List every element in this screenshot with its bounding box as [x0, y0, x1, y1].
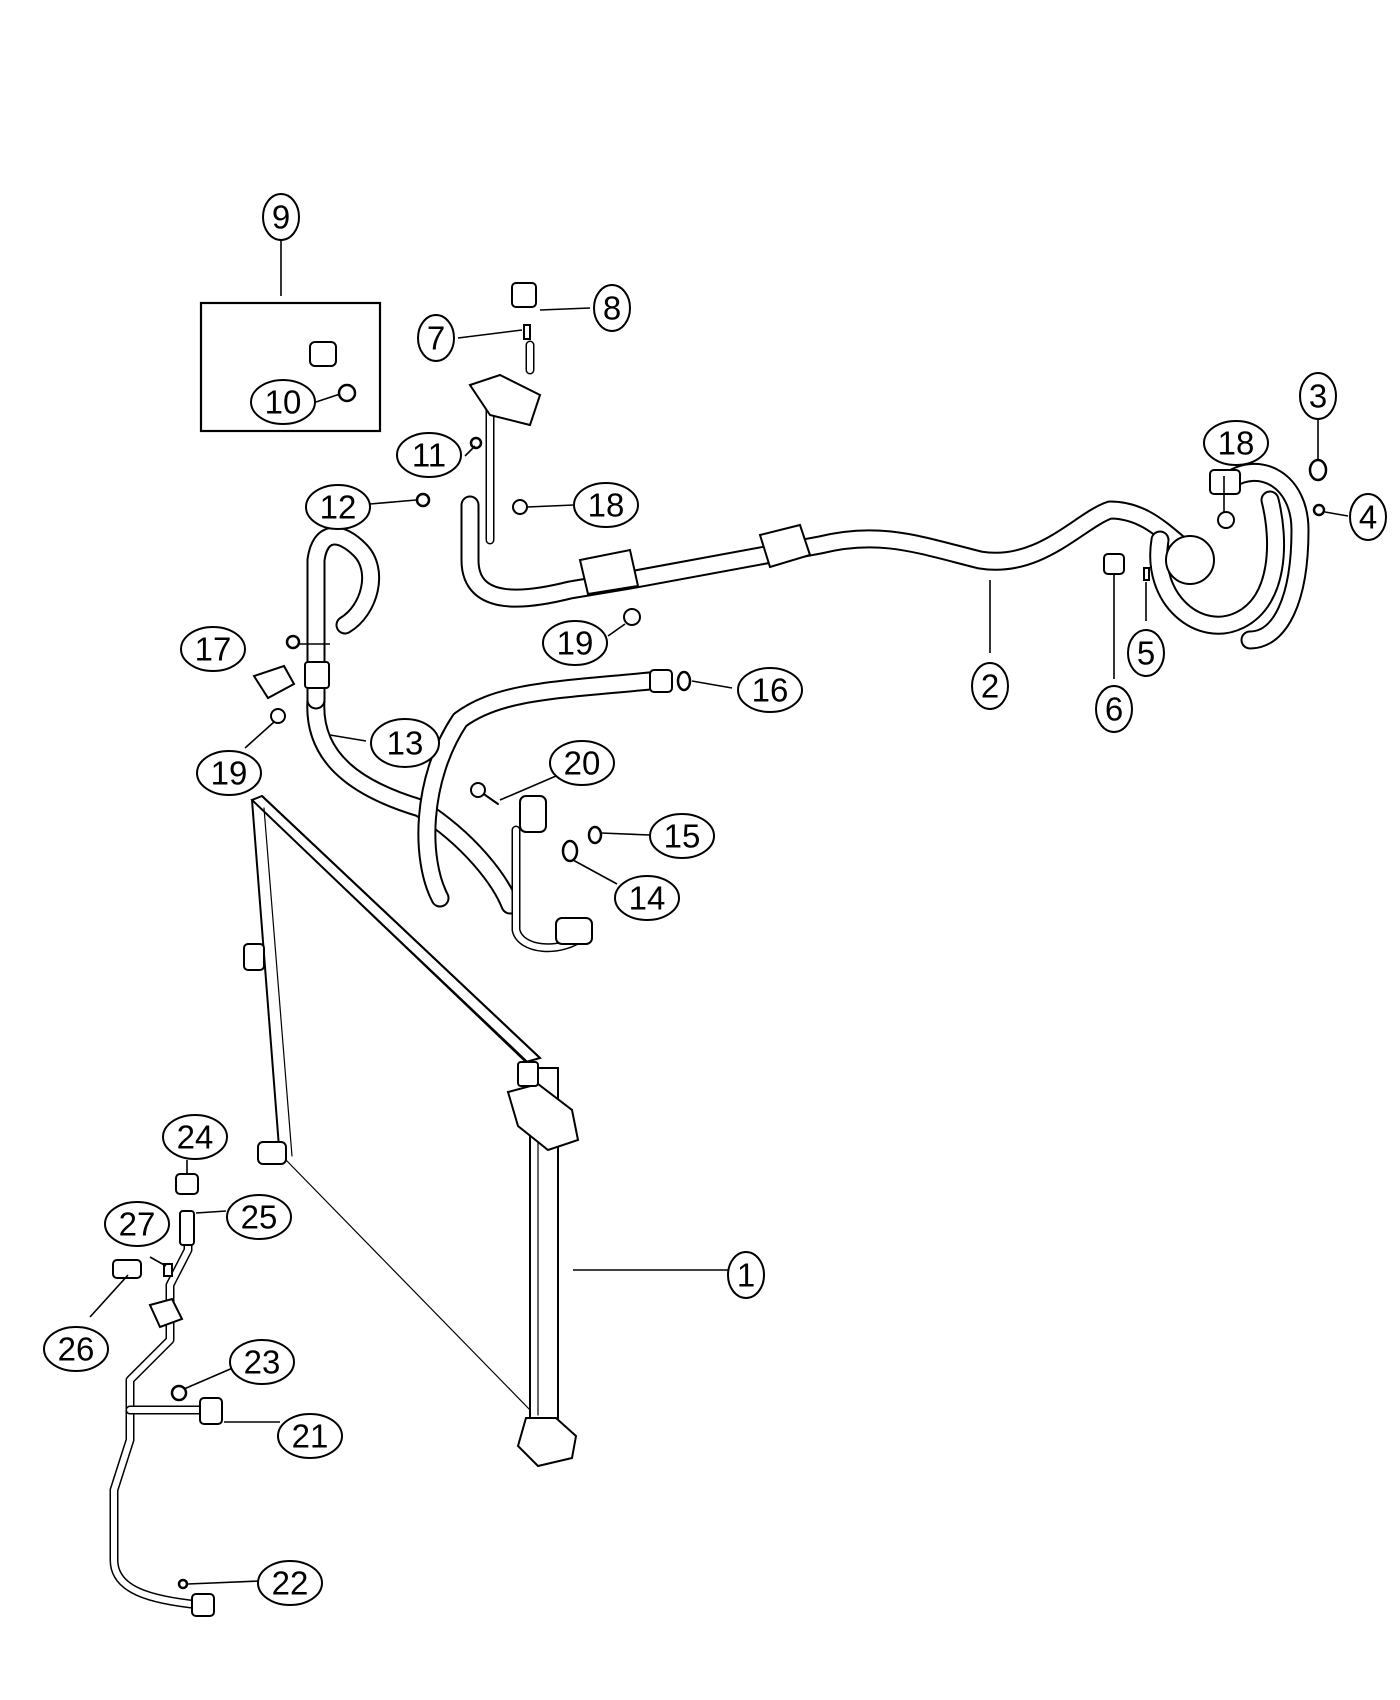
svg-text:2: 2: [981, 668, 999, 705]
callout-19-left: 19: [196, 750, 262, 796]
callout-2: 2: [971, 662, 1009, 710]
o-ring-11-part: [469, 436, 483, 450]
callout-18-upper: 18: [573, 482, 639, 528]
svg-text:9: 9: [272, 199, 290, 236]
callout-23: 23: [229, 1339, 295, 1385]
svg-text:14: 14: [629, 880, 666, 917]
valve-25-part: [179, 1210, 195, 1246]
callout-17: 17: [180, 626, 246, 672]
cap-24-part: [175, 1173, 199, 1195]
callout-9: 9: [262, 193, 300, 241]
hose-assembly-13: [306, 669, 673, 953]
svg-text:7: 7: [427, 320, 445, 357]
nut-19b-part: [270, 708, 286, 724]
callout-1: 1: [727, 1251, 765, 1299]
cap-6-part: [1103, 553, 1125, 575]
callout-22: 22: [257, 1560, 323, 1606]
svg-text:19: 19: [211, 755, 248, 792]
o-ring-15-part: [587, 825, 603, 845]
nut-18b-part: [1217, 511, 1235, 529]
callout-24: 24: [162, 1114, 228, 1160]
callout-10: 10: [250, 379, 316, 425]
callout-8: 8: [593, 284, 631, 332]
callout-5: 5: [1127, 629, 1165, 677]
callout-15: 15: [649, 813, 715, 859]
callout-16: 16: [737, 667, 803, 713]
svg-text:23: 23: [244, 1344, 281, 1381]
callout-20: 20: [549, 740, 615, 786]
svg-text:3: 3: [1309, 378, 1327, 415]
svg-text:19: 19: [557, 625, 594, 662]
cap-8-part: [511, 282, 537, 308]
svg-text:21: 21: [292, 1418, 329, 1455]
o-ring-17-part: [285, 634, 301, 650]
svg-text:20: 20: [564, 745, 601, 782]
callout-14: 14: [614, 875, 680, 921]
pressure-switch-part: [309, 341, 337, 367]
o-ring-10-part: [337, 383, 357, 403]
callout-12: 12: [305, 484, 371, 530]
o-ring-12-part: [415, 492, 431, 508]
svg-text:25: 25: [241, 1199, 278, 1236]
callout-19-mid: 19: [542, 620, 608, 666]
hose-assembly-2: [460, 340, 1310, 650]
callout-13: 13: [370, 718, 440, 768]
svg-text:1: 1: [737, 1257, 755, 1294]
nut-18a-part: [512, 499, 528, 515]
o-ring-23-part: [170, 1384, 188, 1402]
callout-3: 3: [1299, 372, 1337, 420]
callout-4: 4: [1349, 493, 1387, 541]
o-ring-14-part: [561, 839, 579, 863]
callout-18-right: 18: [1203, 420, 1269, 466]
svg-text:22: 22: [272, 1565, 309, 1602]
condenser: [243, 794, 580, 1468]
svg-text:16: 16: [752, 672, 789, 709]
svg-text:6: 6: [1105, 691, 1123, 728]
o-ring-22-part: [177, 1578, 189, 1590]
svg-text:17: 17: [195, 631, 232, 668]
callout-11: 11: [396, 432, 462, 478]
callout-25: 25: [226, 1194, 292, 1240]
tube-assembly-21: [109, 1210, 223, 1617]
callout-27: 27: [104, 1201, 170, 1247]
hose-upper-left: [252, 526, 381, 710]
o-ring-3-part: [1308, 458, 1328, 482]
svg-text:13: 13: [387, 725, 424, 762]
kit-box-9: [199, 301, 382, 433]
svg-text:4: 4: [1359, 499, 1377, 536]
svg-text:27: 27: [119, 1206, 156, 1243]
nut-19a-part: [623, 608, 641, 626]
svg-text:5: 5: [1137, 635, 1155, 672]
valve-core-5-part: [1143, 567, 1150, 581]
svg-text:18: 18: [588, 487, 625, 524]
leader-lines: [89, 238, 1349, 1585]
svg-text:10: 10: [265, 384, 302, 421]
svg-text:8: 8: [603, 290, 621, 327]
o-ring-4-part: [1312, 503, 1326, 517]
o-ring-16-part: [676, 670, 692, 692]
callout-6: 6: [1095, 685, 1133, 733]
svg-text:24: 24: [177, 1119, 214, 1156]
svg-text:26: 26: [58, 1331, 95, 1368]
callout-26: 26: [43, 1326, 109, 1372]
sensor-26-part: [112, 1259, 142, 1279]
svg-text:18: 18: [1218, 425, 1255, 462]
svg-text:12: 12: [320, 489, 357, 526]
svg-text:11: 11: [412, 437, 446, 474]
callout-21: 21: [277, 1413, 343, 1459]
valve-core-27-part: [163, 1263, 173, 1277]
svg-text:15: 15: [664, 818, 701, 855]
bolt-20-head: [470, 782, 486, 798]
valve-core-7-part: [523, 324, 531, 340]
callout-7: 7: [417, 314, 455, 362]
